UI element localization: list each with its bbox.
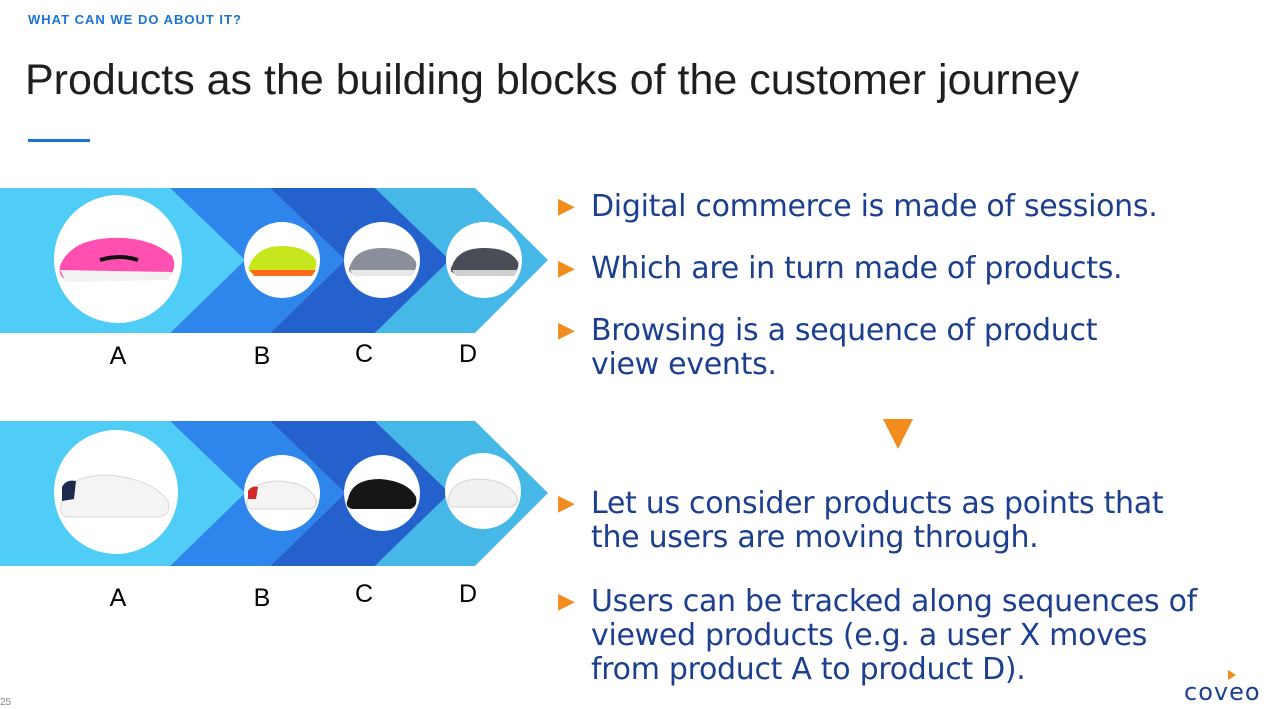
sequence-1-label-a: A xyxy=(109,342,127,370)
bullet-text: Let us consider products as points that … xyxy=(591,486,1164,555)
sequence-1-label-d: D xyxy=(458,340,478,368)
coveo-logo: coveo xyxy=(1184,668,1264,707)
sequence-2-label-b: B xyxy=(253,584,271,612)
bullet-arrow-icon: ▶ xyxy=(558,589,575,614)
section-kicker: WHAT CAN WE DO ABOUT IT? xyxy=(28,12,242,27)
sequence-1-label-b: B xyxy=(253,342,271,370)
bullet-arrow-icon: ▶ xyxy=(558,256,575,281)
bullet-arrow-icon: ▶ xyxy=(558,491,575,516)
sequence-band-1 xyxy=(0,188,550,333)
bullet-item: ▶ Digital commerce is made of sessions. xyxy=(558,190,1211,224)
down-arrow-icon xyxy=(883,419,913,449)
title-underline xyxy=(28,139,90,142)
slide-title: Products as the building blocks of the c… xyxy=(25,56,1080,104)
product-image-black-sneaker[interactable] xyxy=(344,455,420,531)
bullet-item: ▶ Which are in turn made of products. xyxy=(558,252,1211,286)
logo-text: coveo xyxy=(1184,678,1261,706)
sequence-band-2 xyxy=(0,421,550,566)
sequence-1-label-c: C xyxy=(354,340,374,368)
product-image-white-sneaker[interactable] xyxy=(445,453,521,529)
sequence-2-label-d: D xyxy=(458,580,478,608)
bullet-item: ▶ Users can be tracked along sequences o… xyxy=(558,585,1211,687)
bullet-text: Which are in turn made of products. xyxy=(591,251,1123,286)
product-image-white-sneaker-navy[interactable] xyxy=(54,430,178,554)
sequence-2-label-a: A xyxy=(109,584,127,612)
page-number: 25 xyxy=(0,697,12,708)
bullet-text: Browsing is a sequence of product view e… xyxy=(591,313,1098,382)
bullet-text: Digital commerce is made of sessions. xyxy=(591,189,1158,224)
bullet-arrow-icon: ▶ xyxy=(558,194,575,219)
product-image-neon-shoe[interactable] xyxy=(244,222,320,298)
bullet-item: ▶ Let us consider products as points tha… xyxy=(558,487,1211,555)
product-image-white-sneaker-red[interactable] xyxy=(244,455,320,531)
bullet-arrow-icon: ▶ xyxy=(558,318,575,343)
sequence-2-label-c: C xyxy=(354,580,374,608)
product-image-grey-shoe[interactable] xyxy=(344,222,420,298)
bullet-item: ▶ Browsing is a sequence of product view… xyxy=(558,314,1161,382)
product-image-dark-grey-shoe[interactable] xyxy=(446,222,522,298)
bullet-text: Users can be tracked along sequences of … xyxy=(591,584,1197,687)
product-image-pink-shoe[interactable] xyxy=(54,195,182,323)
logo-mark-icon xyxy=(1228,670,1236,680)
